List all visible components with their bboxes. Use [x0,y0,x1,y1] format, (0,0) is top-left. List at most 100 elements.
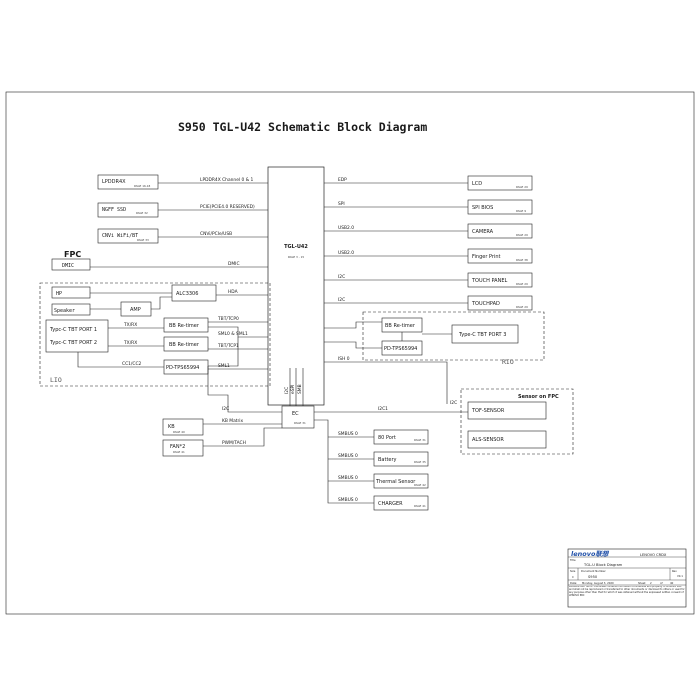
signal-sml0: SML0 & SML1 [218,331,248,337]
connection-lines [77,182,468,504]
signal-spi: SPI [338,201,345,207]
kb-page: PAGE 40 [173,430,185,434]
rio-pd-label: PD-TPS65994 [384,346,417,352]
size-value: C [572,575,574,579]
camera-page: PAGE 29 [516,233,528,237]
signal-tbt-pcie2: TBT/TCP1 [217,343,239,349]
signal-espi-v: eSPI [290,385,296,394]
of-label: of [660,581,663,585]
finger-page: PAGE 38 [516,258,528,262]
charger-page: PAGE 41 [414,504,426,508]
date-label: Date: [570,581,577,585]
signal-edp: EDP [338,177,347,183]
signal-dmic: DMIC [228,261,240,267]
touch-panel-label: TOUCH PANEL [471,278,508,284]
sensor-title: Sensor on FPC [518,394,559,400]
fan-page: PAGE 41 [173,450,185,454]
pd-left-label: PD-TPS65994 [166,365,199,371]
signal-smbus0: SMBUS 0 [338,431,358,437]
fan-block [162,439,204,457]
signal-i2c1-right: I2C1 [378,406,388,412]
typec2-label: Typc-C TBT PORT 2 [49,340,97,346]
title-label: Title [570,558,576,562]
company-logo: lenovo联想 [571,550,610,558]
signal-smbus2: SMBUS 0 [338,475,358,481]
finger-label: Finger Print [472,254,501,260]
spi-bios-label: SPI BIOS [472,205,493,211]
signal-tbt-pcie1: TBT/TCP0 [217,316,239,322]
signal-smbus-v: SMB [297,384,303,394]
touchpad-label: TOUCHPAD [471,301,500,307]
size-label: Size [570,569,576,573]
cpu-page: PAGE 3 - 15 [288,255,305,259]
kb-block [162,418,204,436]
signal-ish: ISH 0 [338,356,350,362]
lio-group [39,282,271,387]
of-value: 40 [670,581,674,585]
ec-block [281,405,315,429]
signal-usb1: USB2.0 [338,225,354,231]
signal-i2c1: I2C [338,274,345,280]
signal-cnvi: CNVi/PCIe/USB [200,231,232,237]
hp-block [51,286,91,299]
battery-label: Battery [378,457,397,463]
signal-sml1: SML1 [218,363,230,369]
touch-panel-page: PAGE 29 [516,282,528,286]
thermal-label: Thermal Sensor [375,479,416,485]
typec-12-block [45,319,109,353]
diagram-title: S950 TGL-U42 Schematic Block Diagram [178,120,427,134]
cnvi-block [97,228,159,244]
lcd-label: LCD [472,181,482,187]
hp-label: HP [56,291,62,297]
sensor-group [460,388,574,455]
dmic-label: DMIC [62,263,74,269]
signal-usb2: USB2.0 [338,250,354,256]
signal-cpu-i2c-v: I2C [284,387,290,394]
rev-label: Rev [672,569,677,573]
rev-value: V0.1 [677,574,683,578]
signal-txrx2: TX/RX [123,340,137,346]
signal-ec-i2c-left: I2C [222,406,229,412]
proprietary-note: PROPRIETARY NOTE: this sheet contains in… [569,586,685,597]
lcd-page: PAGE 29 [516,185,528,189]
touchpad-page: PAGE 29 [516,305,528,309]
signal-smbus1: SMBUS 0 [338,453,358,459]
cnvi-label: CNVi WiFi/BT [102,233,138,239]
signal-i2c2: I2C [338,297,345,303]
signal-i2c-sensor: I2C [450,400,457,406]
battery-page: PAGE 35 [414,460,426,464]
cpu-label: TGL-U42 [284,244,308,250]
signal-cc: CC1/CC2 [122,361,142,367]
date-value: Monday, August 3, 2020 [582,581,614,585]
speaker-label: Speaker [54,308,75,314]
port80-page: PAGE 31 [414,438,426,442]
fpc-title: FPC [64,250,81,259]
ngff-ssd-label: NGFF SSD [102,207,126,213]
signal-smbus3: SMBUS 0 [338,497,358,503]
lpddr-page: PAGE 16-18 [134,184,151,188]
retimer2-label: BB Re-timer [169,342,200,348]
doc-title: TGL-U Block Diagram [583,563,623,567]
signal-hda: HDA [228,289,238,295]
sheet-value: 2 [650,581,652,585]
retimer1-label: BB Re-timer [169,323,200,329]
sheet-border [5,91,695,615]
doc-number-label: Document Number [581,569,607,573]
doc-number: S950 [588,575,598,579]
cnvi-page: PAGE 33 [137,238,149,242]
retimer2-block [163,336,209,352]
als-block [467,430,547,449]
tof-label: TOF-SENSOR [471,408,505,414]
signal-kb-matrix: KB Matrix [222,418,244,424]
rio-group [362,311,545,361]
speaker-block [51,303,91,316]
company-name: LENOVO CRDX [640,553,667,557]
ec-label: EC [292,411,299,417]
als-label: ALS-SENSOR [472,437,504,443]
typec3-label: Type-C TBT PORT 3 [458,332,506,338]
rio-label: RIO [502,358,514,366]
typec1-label: Typc-C TBT PORT 1 [49,327,97,333]
thermal-page: PAGE 42 [414,483,426,487]
signal-lpddr: LPDDR4X Channel 0 & 1 [200,177,254,183]
